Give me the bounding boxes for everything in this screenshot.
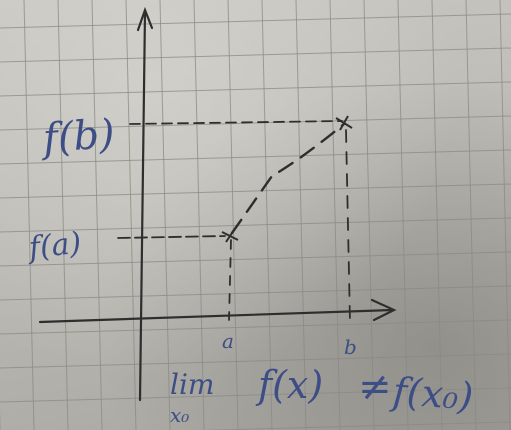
guide-lines — [117, 120, 351, 323]
function-curve-dashed — [230, 122, 346, 235]
grid-line-vertical — [125, 0, 137, 430]
grid-line-horizontal — [0, 115, 511, 131]
grid-line-vertical — [23, 0, 35, 430]
grid-line-horizontal — [0, 217, 511, 233]
label-b: b — [344, 335, 357, 359]
grid-line-vertical — [465, 0, 477, 430]
label-lim-subscript: x₀ — [170, 403, 189, 427]
label-lim: lim — [170, 368, 214, 401]
grid-line-horizontal — [0, 183, 511, 199]
grid-line-vertical — [329, 0, 341, 430]
grid-line-vertical — [431, 0, 443, 430]
axes — [38, 6, 397, 402]
grid-line-vertical — [499, 0, 511, 430]
grid-line-horizontal — [200, 421, 511, 430]
grid-line-vertical — [159, 0, 171, 430]
grid-line-horizontal — [0, 149, 511, 165]
label-not-equal: ≠ — [358, 364, 392, 410]
grid-line-horizontal — [0, 319, 511, 335]
grid-line-horizontal — [0, 285, 511, 301]
fb-horizontal-dash — [129, 120, 343, 125]
label-f-of-x0: f(x₀) — [388, 369, 474, 419]
fa-horizontal-dash — [117, 235, 226, 239]
grid-line-vertical — [91, 0, 103, 430]
y-axis-arrowhead — [136, 6, 154, 32]
label-f-of-x: f(x) — [255, 363, 323, 407]
grid-line-vertical — [57, 0, 69, 430]
grid-line-vertical — [227, 0, 239, 430]
x-axis — [38, 308, 394, 324]
grid-line-horizontal — [0, 387, 511, 403]
label-f-of-a: f(a) — [25, 226, 83, 266]
label-f-of-b: f(b) — [38, 111, 116, 162]
grid-line-vertical — [261, 0, 273, 430]
x-axis-arrowhead — [370, 298, 397, 322]
grid-line-vertical — [397, 0, 409, 430]
grid-line-horizontal — [0, 353, 511, 369]
b-vertical-dash — [345, 129, 351, 323]
label-a: a — [222, 329, 234, 353]
point-b-marker — [335, 115, 353, 131]
grid-line-horizontal — [0, 13, 511, 29]
y-axis — [138, 10, 147, 402]
point-a-marker — [221, 229, 239, 243]
grid-line-vertical — [363, 0, 375, 430]
grid-line-horizontal — [0, 251, 511, 267]
grid-line-horizontal — [0, 81, 511, 97]
grid-line-horizontal — [0, 47, 511, 63]
a-vertical-dash — [228, 239, 232, 321]
grid-line-vertical — [193, 0, 205, 430]
grid-line-vertical — [295, 0, 307, 430]
